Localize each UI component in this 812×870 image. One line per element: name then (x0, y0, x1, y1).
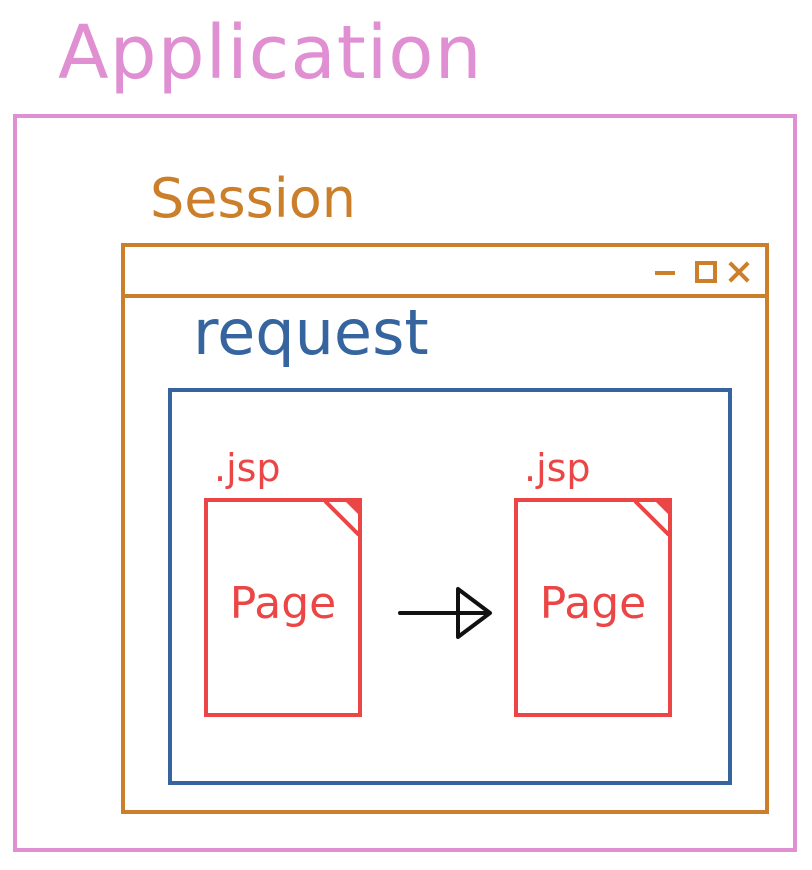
jsp-extension-label: .jsp (524, 446, 591, 490)
folded-corner-icon (634, 498, 672, 536)
jsp-page-document: Page (204, 498, 362, 717)
folded-corner-icon (324, 498, 362, 536)
request-label: request (193, 296, 429, 369)
session-window (121, 243, 769, 814)
maximize-icon[interactable] (695, 261, 717, 283)
page-label: Page (539, 578, 647, 629)
right-arrow-icon (398, 585, 494, 641)
page-label: Page (229, 578, 337, 629)
request-scope-box (168, 388, 732, 785)
session-titlebar (125, 247, 765, 298)
jsp-extension-label: .jsp (214, 446, 281, 490)
application-scope-box (13, 114, 797, 852)
close-icon[interactable] (727, 261, 751, 283)
application-label: Application (58, 10, 483, 96)
jsp-page-document: Page (514, 498, 672, 717)
session-label: Session (150, 167, 357, 230)
minimize-icon[interactable] (655, 261, 677, 283)
